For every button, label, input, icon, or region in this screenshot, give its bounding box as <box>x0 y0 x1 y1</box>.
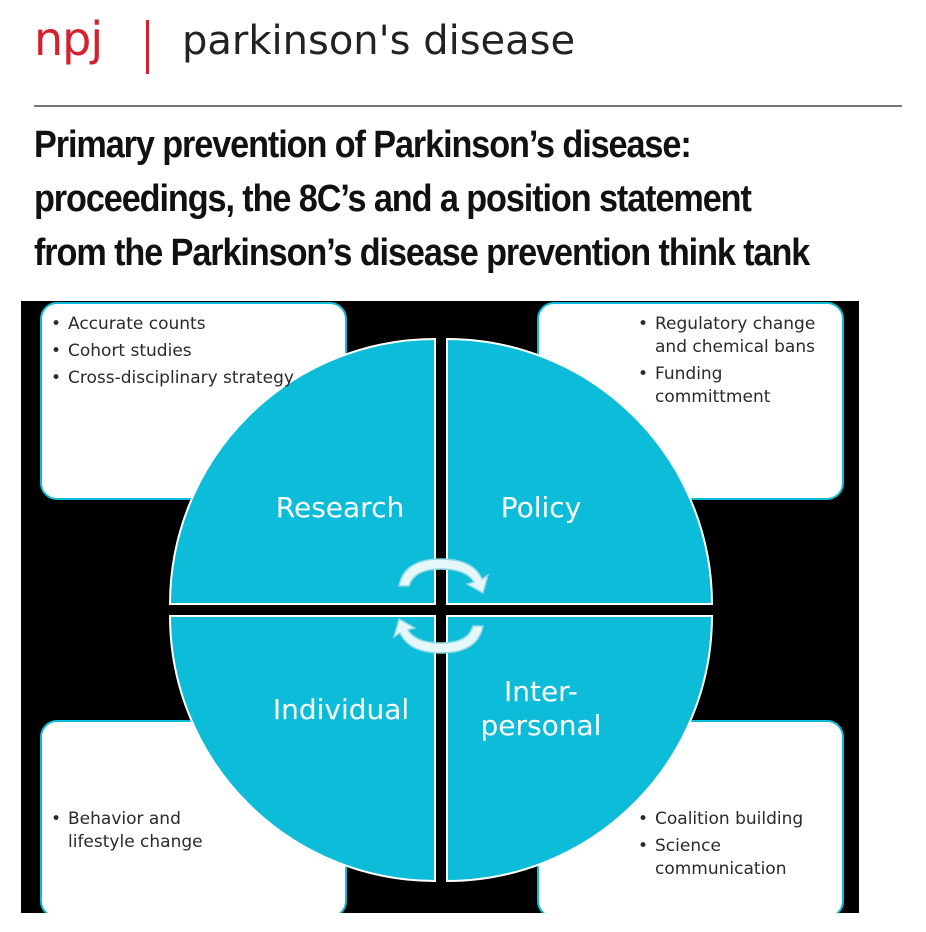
policy-actions-list: Regulatory change and chemical bans Fund… <box>638 313 838 413</box>
bottom-margin <box>0 913 860 932</box>
article-title: Primary prevention of Parkinson’s diseas… <box>34 118 826 280</box>
individual-actions-list: Behavior and lifestyle change <box>51 808 251 858</box>
header-rule <box>34 105 902 107</box>
quadrant-policy <box>446 337 714 605</box>
label-policy: Policy <box>500 491 582 524</box>
quadrant-individual <box>168 615 436 883</box>
label-interpersonal: Inter- personal <box>461 675 621 743</box>
journal-header: npj parkinson's disease <box>34 8 894 78</box>
prevention-framework-diagram: Accurate counts Cohort studies Cross-dis… <box>21 301 859 920</box>
label-interpersonal-line2: personal <box>480 709 602 742</box>
npj-logo[interactable]: npj <box>34 12 103 66</box>
list-item: Cross-disciplinary strategy <box>51 367 336 390</box>
interpersonal-actions-list: Coalition building Science communication <box>638 808 838 885</box>
list-item: Cohort studies <box>51 340 336 363</box>
list-item: Regulatory change and chemical bans <box>638 313 838 359</box>
list-item: Science communication <box>638 835 838 881</box>
list-item: Behavior and lifestyle change <box>51 808 251 854</box>
list-item: Accurate counts <box>51 313 336 336</box>
quadrant-interpersonal <box>446 615 714 883</box>
label-research: Research <box>275 491 405 524</box>
label-interpersonal-line1: Inter- <box>503 675 579 708</box>
logo-divider <box>146 20 149 74</box>
research-actions-list: Accurate counts Cohort studies Cross-dis… <box>51 313 336 394</box>
cycle-arrow-icon <box>392 558 490 654</box>
title-line-3: from the Parkinson’s disease prevention … <box>34 232 810 274</box>
label-individual: Individual <box>272 693 410 726</box>
list-item: Coalition building <box>638 808 838 831</box>
journal-name[interactable]: parkinson's disease <box>182 18 576 64</box>
list-item: Funding committment <box>638 363 838 409</box>
quadrant-research <box>168 337 436 605</box>
title-line-2: proceedings, the 8C’s and a position sta… <box>34 178 752 220</box>
title-line-1: Primary prevention of Parkinson’s diseas… <box>34 124 692 166</box>
diagram-canvas <box>40 302 844 918</box>
